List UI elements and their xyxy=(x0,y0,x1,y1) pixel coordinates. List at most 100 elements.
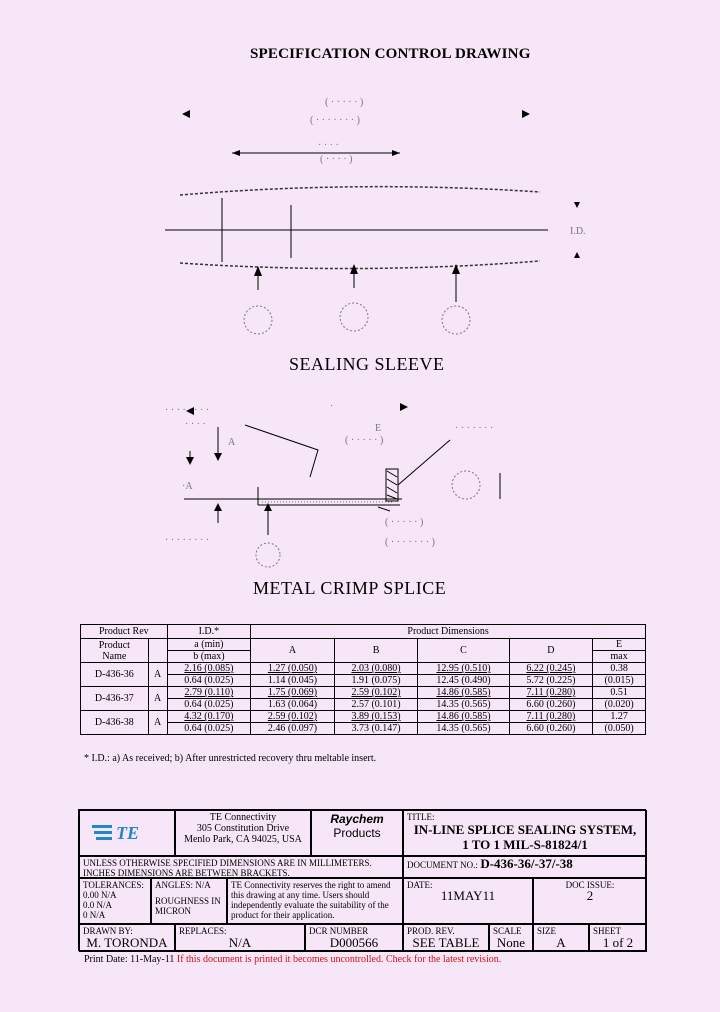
title-line-1: IN-LINE SPLICE SEALING SYSTEM, xyxy=(413,822,637,837)
replaces-value: N/A xyxy=(228,935,252,950)
col-a-header: A xyxy=(250,638,335,663)
id-footnote: * I.D.: a) As received; b) After unrestr… xyxy=(84,753,377,764)
tolerances-label: TOLERANCES: xyxy=(83,880,144,890)
cell-a-max: 2.59 (0.102) xyxy=(250,710,335,723)
scale-value: None xyxy=(496,935,526,950)
cell-d-min: 6.60 (0.260) xyxy=(508,698,594,711)
svg-text:( · · · · · · · ): ( · · · · · · · ) xyxy=(310,115,360,126)
tolerances-cell: TOLERANCES: 0.00 N/A 0.0 N/A 0 N/A xyxy=(79,878,151,924)
cell-d-max: 7.11 (0.280) xyxy=(508,710,594,723)
svg-text:( · · · · · ): ( · · · · · ) xyxy=(325,97,363,108)
print-line: Print Date: 11-May-11 If this document i… xyxy=(84,954,501,965)
svg-text:·A: ·A xyxy=(182,481,193,492)
cell-b-min: 2.57 (0.101) xyxy=(333,698,419,711)
cell-b-min: 1.91 (0.075) xyxy=(333,674,419,687)
id-b-header: b (max) xyxy=(166,650,252,663)
cell-a-min: 1.14 (0.045) xyxy=(250,674,335,687)
product-dimensions-table: Product Rev I.D.* Product Dimensions Pro… xyxy=(80,624,646,735)
table-row-rev: A xyxy=(147,662,168,687)
date-value: 11MAY11 xyxy=(440,888,496,903)
cell-id-a: 2.79 (0.110) xyxy=(166,686,252,699)
dcr-value: D000566 xyxy=(329,935,379,950)
svg-text:· · · ·: · · · · xyxy=(318,140,339,151)
svg-text:( · · · · · ): ( · · · · · ) xyxy=(345,435,383,446)
cell-c-max: 14.86 (0.585) xyxy=(417,686,510,699)
id-a-header: a (min) xyxy=(166,638,252,651)
svg-text:E: E xyxy=(375,423,381,434)
brand-cell: Raychem Products xyxy=(311,810,403,856)
title-label: TITLE: xyxy=(407,812,435,822)
prod-label: PROD. REV. xyxy=(407,926,455,936)
drawing-title: SPECIFICATION CONTROL DRAWING xyxy=(250,46,531,62)
table-row-name: D-436-37 xyxy=(80,686,149,711)
id-header: I.D.* xyxy=(166,624,252,639)
cell-a-min: 1.63 (0.064) xyxy=(250,698,335,711)
uncontrolled-warning: If this document is printed it becomes u… xyxy=(176,954,502,965)
sheet-cell: SHEET 1 of 2 xyxy=(589,924,647,952)
cell-c-max: 14.86 (0.585) xyxy=(417,710,510,723)
cell-e-in: (0.050) xyxy=(592,722,646,735)
col-c-header: C xyxy=(417,638,510,663)
date-label: DATE: xyxy=(407,880,433,890)
disclaimer: TE Connectivity reserves the right to am… xyxy=(227,878,403,924)
doc-number-cell: DOCUMENT NO.: D-436-36/-37/-38 xyxy=(403,856,647,878)
issue-cell: DOC ISSUE: 2 xyxy=(533,878,647,924)
title-cell: TITLE: IN-LINE SPLICE SEALING SYSTEM, 1 … xyxy=(403,810,647,856)
drawn-by-cell: DRAWN BY: M. TORONDA xyxy=(79,924,175,952)
print-date: Print Date: 11-May-11 xyxy=(84,954,177,965)
replaces-cell: REPLACES: N/A xyxy=(175,924,305,952)
drawn-value: M. TORONDA xyxy=(86,935,168,950)
svg-text:A: A xyxy=(228,437,236,448)
svg-text:( · · · · · ): ( · · · · · ) xyxy=(385,517,423,528)
cell-b-max: 3.89 (0.153) xyxy=(333,710,419,723)
prod-value: SEE TABLE xyxy=(412,935,480,950)
cell-e: 1.27 xyxy=(592,710,646,723)
logo-cell: TE xyxy=(79,810,175,856)
product-rev-header: Product Rev xyxy=(80,624,168,639)
tolerance-0dp: 0 N/A xyxy=(83,910,106,920)
cell-a-min: 2.46 (0.097) xyxy=(250,722,335,735)
col-e-sub: max xyxy=(592,650,646,663)
sheet-value: 1 of 2 xyxy=(602,935,634,950)
cell-e-in: (0.020) xyxy=(592,698,646,711)
company-name: TE Connectivity xyxy=(209,812,277,823)
arrow-left-icon xyxy=(182,110,190,118)
svg-text:· · · · · · · ·: · · · · · · · · xyxy=(165,535,209,546)
metal-crimp-splice-drawing: · · · · · · · · · · · · · E ( · · · · · … xyxy=(165,401,501,568)
scale-cell: SCALE None xyxy=(489,924,533,952)
cell-b-max: 2.59 (0.102) xyxy=(333,686,419,699)
replaces-label: REPLACES: xyxy=(179,926,227,936)
svg-text:( · · · · ): ( · · · · ) xyxy=(320,154,352,165)
svg-text:I.D.: I.D. xyxy=(570,226,586,237)
svg-text:· · · · · · ·: · · · · · · · xyxy=(455,423,493,434)
product-name-header: Product Name xyxy=(80,638,149,663)
size-cell: SIZE A xyxy=(533,924,589,952)
cell-e-in: (0.015) xyxy=(592,674,646,687)
cell-a-max: 1.75 (0.069) xyxy=(250,686,335,699)
units-note: UNLESS OTHERWISE SPECIFIED DIMENSIONS AR… xyxy=(79,856,403,878)
sealing-sleeve-title: SEALING SLEEVE xyxy=(289,354,445,374)
company-city: Menlo Park, CA 94025, USA xyxy=(184,834,302,845)
size-label: SIZE xyxy=(537,926,556,936)
units-note-line-1: UNLESS OTHERWISE SPECIFIED DIMENSIONS AR… xyxy=(83,858,372,868)
cell-d-min: 6.60 (0.260) xyxy=(508,722,594,735)
issue-value: 2 xyxy=(586,888,594,903)
col-e-header: E xyxy=(592,638,646,651)
svg-text:· · · ·: · · · · xyxy=(185,419,206,430)
cell-d-max: 7.11 (0.280) xyxy=(508,686,594,699)
issue-label: DOC ISSUE: xyxy=(565,880,615,890)
scale-label: SCALE xyxy=(493,926,522,936)
cell-b-min: 3.73 (0.147) xyxy=(333,722,419,735)
table-row-name: D-436-36 xyxy=(80,662,149,687)
cell-c-max: 12.95 (0.510) xyxy=(417,662,510,675)
tolerance-2dp: 0.00 N/A xyxy=(83,890,117,900)
doc-value: D-436-36/-37/-38 xyxy=(480,856,573,871)
table-row-rev: A xyxy=(147,710,168,735)
units-note-line-2: INCHES DIMENSIONS ARE BETWEEN BRACKETS. xyxy=(83,868,290,878)
date-cell: DATE: 11MAY11 xyxy=(403,878,533,924)
title-line-2: 1 TO 1 MIL-S-81824/1 xyxy=(462,837,588,852)
metal-crimp-splice-title: METAL CRIMP SPLICE xyxy=(253,578,447,598)
col-b-header: B xyxy=(333,638,419,663)
cell-c-min: 12.45 (0.490) xyxy=(417,674,510,687)
cell-d-max: 6.22 (0.245) xyxy=(508,662,594,675)
